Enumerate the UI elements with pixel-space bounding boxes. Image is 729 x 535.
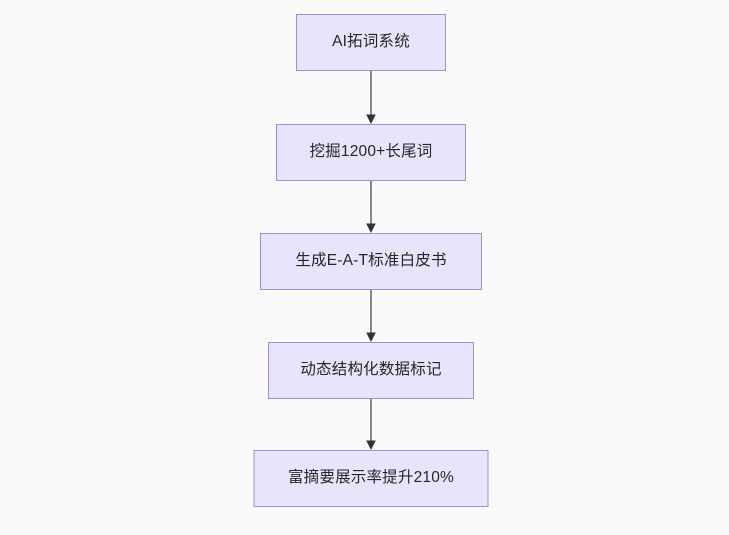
flow-node-dynamic-structured-data-markup[interactable]: 动态结构化数据标记 <box>268 342 474 399</box>
flow-edge-2-to-3 <box>366 181 376 233</box>
flow-node-mine-longtail-keywords[interactable]: 挖掘1200+长尾词 <box>276 124 466 181</box>
flow-node-label: 挖掘1200+长尾词 <box>309 143 433 161</box>
flow-edge-4-to-5 <box>366 399 376 450</box>
flow-edge-1-to-2 <box>366 71 376 124</box>
flow-edge-3-to-4 <box>366 290 376 342</box>
flow-node-generate-eat-whitepaper[interactable]: 生成E-A-T标准白皮书 <box>260 233 482 290</box>
flow-node-label: 富摘要展示率提升210% <box>287 469 455 487</box>
flow-node-ai-keyword-system[interactable]: AI拓词系统 <box>296 14 446 71</box>
flow-node-label: 生成E-A-T标准白皮书 <box>295 252 447 270</box>
flow-node-rich-snippet-impression-uplift[interactable]: 富摘要展示率提升210% <box>253 450 489 507</box>
flow-node-label: AI拓词系统 <box>332 33 410 51</box>
flow-node-label: 动态结构化数据标记 <box>300 361 442 379</box>
